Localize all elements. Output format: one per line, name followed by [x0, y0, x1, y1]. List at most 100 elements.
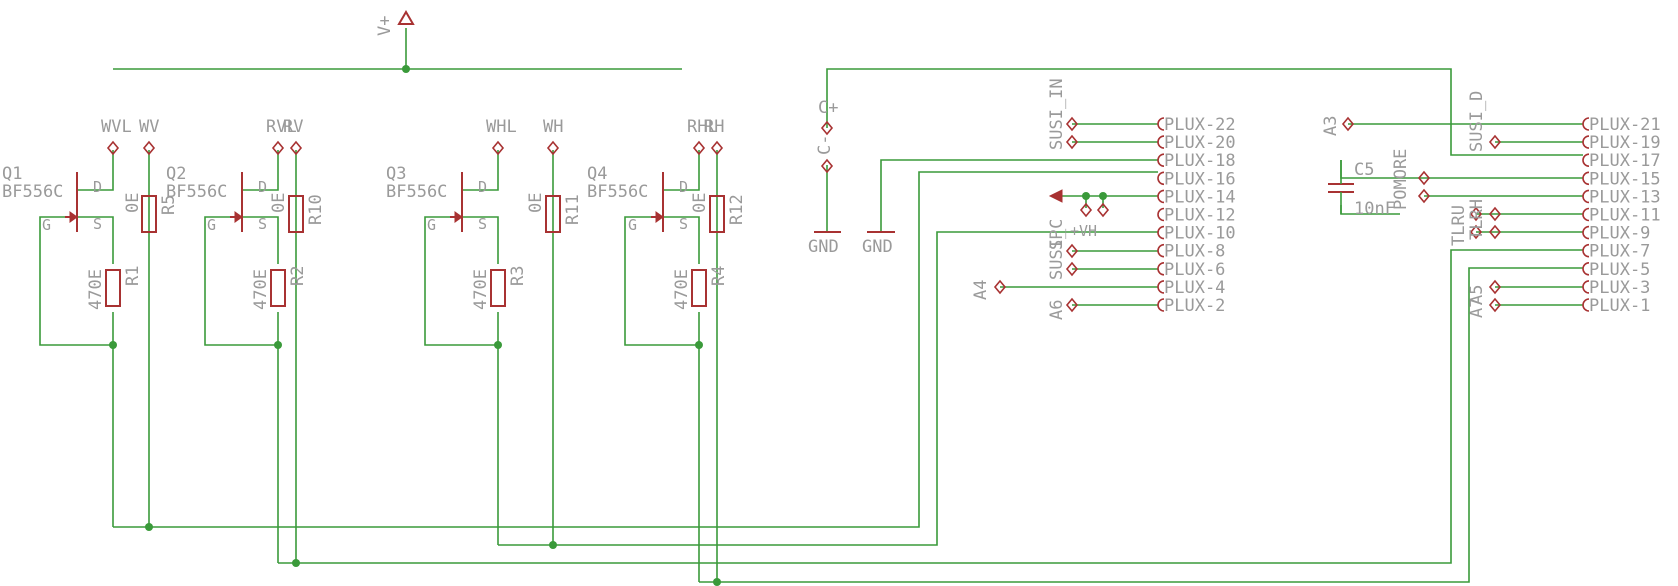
q4-ref: Q4 [587, 164, 607, 184]
q2-gate-label: G [207, 216, 216, 234]
cminus-label: C- [815, 135, 835, 155]
junction-dot [274, 341, 282, 349]
plux-odd-connector: PLUX-21PLUX-19PLUX-17PLUX-15PLUX-13PLUX-… [1582, 115, 1661, 316]
diamond-pad-icon [491, 140, 505, 156]
resistor-r2-icon [270, 269, 286, 307]
resistor-r11-icon [545, 195, 561, 233]
connector-pin-icon [1582, 207, 1590, 222]
gnd-label-1: GND [808, 237, 839, 257]
transistor-q1: Q1 BF556C G D S WVL WV R1 470E R5 0E [2, 117, 179, 310]
resistor-r4-icon [691, 269, 707, 307]
q4-drain-wire [663, 150, 700, 191]
diamond-pad-icon [1341, 116, 1355, 132]
connector-pin-icon [1157, 207, 1165, 222]
q2-ref: Q2 [166, 164, 186, 184]
bus-rh-wire [699, 267, 1583, 583]
connector-pin-label: PLUX-16 [1164, 169, 1236, 189]
q1-drain-wire [77, 150, 114, 191]
connector-pin-label: PLUX-7 [1589, 242, 1650, 262]
q3-drain-wire [462, 150, 499, 191]
connector-pin-icon [1582, 171, 1590, 186]
q3-part: BF556C [386, 182, 447, 202]
bus-rv-wire [278, 249, 1583, 564]
q3-source-label: S [478, 215, 487, 233]
connector-pin-icon [1157, 225, 1165, 240]
r5-value: 0E [123, 193, 143, 213]
susi-in-label: SUSI_IN [1047, 78, 1067, 150]
a3-label: A3 [1321, 116, 1341, 136]
junction-dot [713, 578, 721, 586]
connector-pin-label: PLUX-22 [1164, 115, 1236, 135]
c5-ref: C5 [1354, 160, 1374, 180]
r5-ref: R5 [159, 195, 179, 215]
connector-pin-label: PLUX-3 [1589, 278, 1650, 298]
r1-value: 470E [86, 269, 106, 310]
connector-pin-label: PLUX-1 [1589, 296, 1650, 316]
susi-c-label: SUSI_C [1047, 219, 1067, 280]
connector-pin-icon [1157, 171, 1165, 186]
diamond-pad-icon [1488, 297, 1502, 313]
r2-ref: R2 [288, 266, 308, 286]
junction-dot [402, 65, 410, 73]
q1-out-net: WV [139, 117, 159, 137]
diamond-pad-icon [710, 140, 724, 156]
q4-gate-loop-wire [624, 216, 699, 346]
q4-part: BF556C [587, 182, 648, 202]
q1-ref: Q1 [2, 164, 22, 184]
connector-pin-label: PLUX-12 [1164, 206, 1236, 226]
connector-pin-icon [1582, 189, 1590, 204]
q3-drain-net: WHL [486, 117, 517, 137]
connector-pin-icon [1582, 262, 1590, 276]
q2-part: BF556C [166, 182, 227, 202]
connector-pin-icon [1157, 262, 1165, 276]
a7-label: A7 [1467, 298, 1487, 318]
q3-out-net: WH [543, 117, 563, 137]
connector-pin-label: PLUX-2 [1164, 296, 1225, 316]
q1-gate-label: G [42, 216, 51, 234]
diamond-pad-icon [106, 140, 120, 156]
q1-source-wire [77, 216, 114, 264]
connector-pin-icon [1157, 153, 1165, 167]
junction-dot [145, 523, 153, 531]
diamond-pad-icon [1469, 224, 1483, 240]
diamond-pad-icon [1065, 116, 1079, 132]
gnd-symbol-2: GND [862, 231, 895, 257]
pomore-label: POMORE [1391, 149, 1411, 210]
r1-ref: R1 [123, 266, 143, 286]
diamond-pad-icon [1417, 170, 1431, 186]
resistor-r10-icon [288, 195, 304, 233]
resistor-r12-icon [709, 195, 725, 233]
q2-source-label: S [258, 215, 267, 233]
connector-pin-label: PLUX-18 [1164, 151, 1236, 171]
plux-even-connector: PLUX-22PLUX-20PLUX-18PLUX-16PLUX-14PLUX-… [1157, 115, 1236, 316]
q3-gate-label: G [427, 216, 436, 234]
connector-pin-label: PLUX-13 [1589, 187, 1661, 207]
q1-gate-loop-wire [39, 216, 113, 346]
r12-ref: R12 [727, 194, 747, 225]
connector-pin-label: PLUX-19 [1589, 133, 1661, 153]
r4-value: 470E [672, 269, 692, 310]
connector-pin-icon [1582, 243, 1590, 258]
q4-drain-net: RHL [687, 117, 718, 137]
q3-drain-label: D [478, 178, 487, 196]
diamond-pad-icon [1488, 224, 1502, 240]
sp-label: SP [1047, 230, 1067, 250]
r3-ref: R3 [508, 266, 528, 286]
r11-ref: R11 [563, 194, 583, 225]
cplus-label: C+ [818, 98, 838, 118]
resistor-r3-icon [490, 269, 506, 307]
q1-part: BF556C [2, 182, 63, 202]
junctions [109, 65, 1107, 586]
fet-arrow-icon [234, 211, 243, 223]
connector-pin-label: PLUX-9 [1589, 224, 1650, 244]
q1-drain-net: WVL [101, 117, 132, 137]
q4-gate-label: G [628, 216, 637, 234]
left-net-labels: SUSI_IN +VH SUSI_C SP A4 A6 [971, 78, 1110, 320]
diamond-pad-icon [993, 279, 1007, 295]
resistor-r1-icon [105, 269, 121, 307]
diamond-pad-icon [1079, 202, 1093, 218]
q2-out-net: RV [283, 117, 303, 137]
q2-gate-loop-wire [204, 216, 278, 346]
vplus-arrow-icon [397, 10, 415, 25]
connector-pin-icon [1157, 117, 1165, 131]
